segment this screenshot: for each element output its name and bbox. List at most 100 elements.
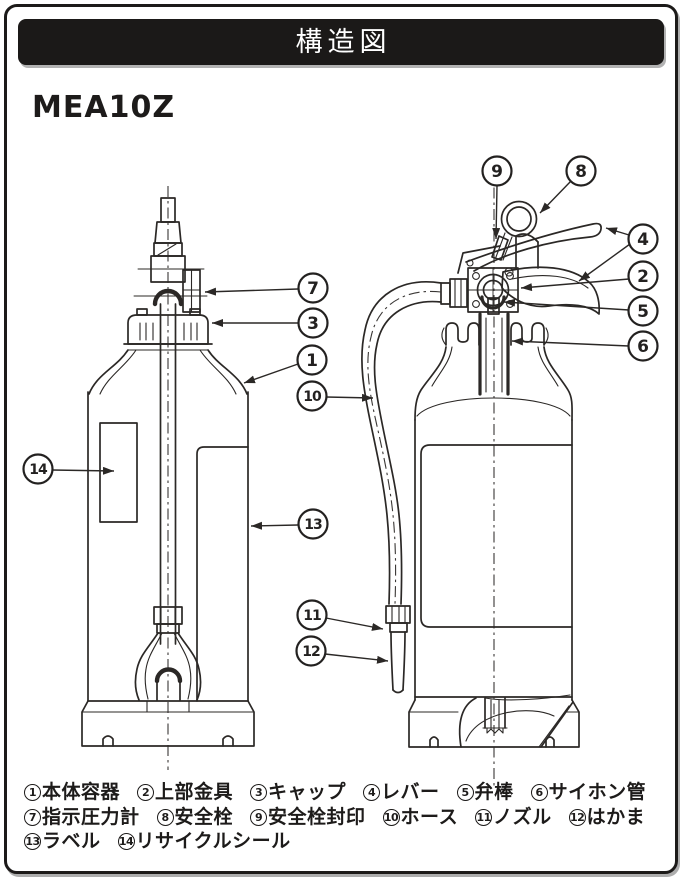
callout-circle [481,155,513,187]
legend-item-label: 本体容器 [42,781,121,803]
callout-leader-line [204,287,299,296]
callout-4: 4 [578,223,659,282]
callout-circle [627,223,659,255]
legend-item-label: ラベル [42,830,101,852]
legend-item-number: 11 [475,808,493,826]
callout-number: 2 [637,267,649,287]
legend-item-label: サイホン管 [548,781,647,803]
callout-leader-line [325,617,384,631]
callout-number: 13 [304,517,322,533]
callout-circle [297,307,329,339]
legend-item-label: ホース [400,805,459,828]
callout-number: 11 [303,608,321,624]
legend-item-number: 7 [24,808,41,826]
callout-number: 14 [29,462,48,478]
legend-item-label: 弁棒 [474,781,514,803]
callout-number: 5 [637,302,649,322]
callout-leader-line [503,298,630,311]
callout-7: 7 [204,272,329,304]
callout-5: 5 [503,295,659,327]
left-extinguisher-drawing [81,186,255,770]
callout-number: 6 [637,337,649,357]
legend-item-label: キャップ [268,781,347,803]
callout-circle [627,330,659,362]
callout-leader-line [605,227,630,236]
legend-item-number: 5 [456,784,474,801]
legend-item-label: 上部金具 [155,781,234,803]
legend-item-label: 指示圧力計 [42,805,140,828]
callout-circle [296,380,328,412]
callout-circle [296,599,328,631]
callout-8: 8 [539,155,597,214]
callout-number: 9 [491,162,503,182]
callout-14: 14 [22,453,115,485]
callout-leader-line [492,185,501,240]
callout-10: 10 [296,380,374,412]
legend-item-label: 安全栓 [174,805,234,828]
legend-item-number: 12 [568,808,586,826]
callout-number: 12 [302,644,320,660]
callout-11: 11 [296,599,384,631]
callout-leader-line [539,180,572,214]
legend-item-number: 6 [530,784,548,801]
legend-item-number: 3 [250,784,268,801]
section-title: 構造図 [295,26,392,58]
callout-12: 12 [295,635,389,667]
callout-leader-line [243,363,299,384]
callout-leader-line [51,466,115,475]
callout-circle [627,295,659,327]
legend-item-number: 8 [156,808,174,826]
legend-item-label: 安全栓封印 [268,805,366,828]
callout-circle [295,635,327,667]
callout-2: 2 [520,260,659,292]
right-extinguisher-drawing [361,166,602,786]
callout-leader-line [325,393,374,402]
callout-leader-line [520,278,630,292]
model-label: MEA10Z [32,90,176,125]
legend-item-number: 1 [24,784,41,801]
callout-13: 13 [250,508,329,540]
callout-circle [297,272,329,304]
callout-leader-line [250,521,299,530]
callout-number: 10 [303,389,322,405]
legend-item-number: 13 [24,833,41,850]
callout-number: 7 [307,279,319,299]
callout-leader-line [324,653,389,664]
legend-item-number: 2 [137,784,155,801]
legend-item-number: 9 [250,808,268,826]
legend-item-label: はかま [586,805,646,828]
callout-circle [296,344,328,376]
legend-item-label: リサイクルシール [135,830,291,852]
legend-item-label: ノズル [493,805,552,828]
callout-leader-line [511,337,630,347]
callout-number: 4 [637,230,649,250]
callout-circle [22,453,54,485]
legend-item-number: 4 [363,784,381,801]
callout-number: 1 [306,351,318,371]
callout-1: 1 [243,344,328,384]
callout-number: 8 [575,162,587,182]
callout-circle [627,260,659,292]
callout-6: 6 [511,330,659,362]
callout-circle [565,155,597,187]
